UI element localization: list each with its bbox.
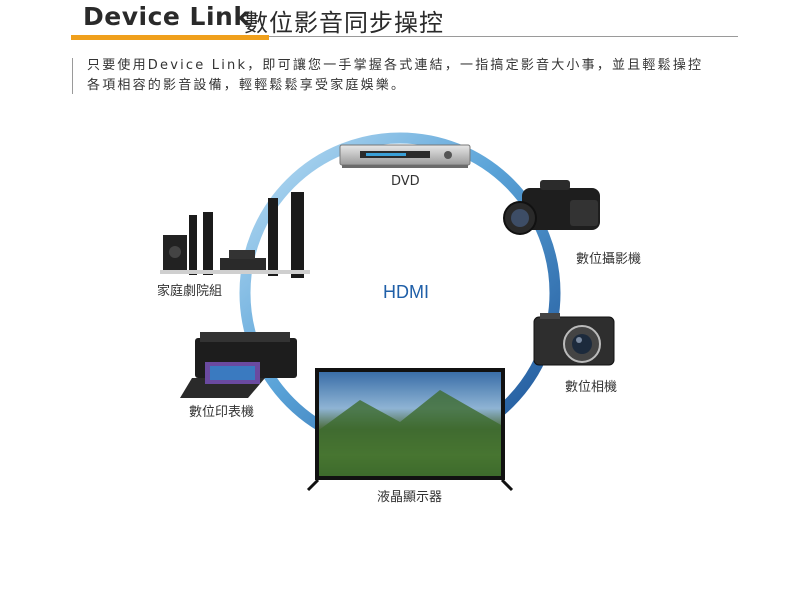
description-side-rule — [72, 58, 73, 94]
diagram-graphics — [160, 132, 615, 492]
page-title-chinese: 數位影音同步操控 — [244, 9, 444, 37]
digital-camera-image — [533, 313, 615, 366]
title-divider — [268, 36, 738, 37]
hdmi-label: HDMI — [383, 282, 429, 302]
camcorder-image — [503, 180, 600, 235]
home-theater-image — [160, 192, 310, 278]
description-text: 只要使用Device Link，即可讓您一手掌握各式連結，一指搞定影音大小事，並… — [87, 56, 747, 96]
lcd-tv-image — [306, 368, 514, 492]
digital-camera-label: 數位相機 — [565, 380, 618, 395]
home-theater-label: 家庭劇院組 — [157, 284, 223, 299]
description-line-1: 只要使用Device Link，即可讓您一手掌握各式連結，一指搞定影音大小事，並… — [87, 58, 704, 73]
page-title-english: Device Link — [83, 2, 251, 31]
title-accent-bar — [71, 35, 269, 40]
description-line-2: 各項相容的影音設備，輕輕鬆鬆享受家庭娛樂。 — [87, 78, 407, 93]
camcorder-label: 數位攝影機 — [576, 252, 642, 267]
printer-image — [180, 332, 297, 398]
page-header: Device Link 數位影音同步操控 — [0, 0, 800, 45]
device-link-diagram: HDMI DVD 數位攝影機 家庭劇院組 數位相機 數位印表機 液晶顯示器 — [0, 100, 800, 520]
lcd-tv-label: 液晶顯示器 — [377, 490, 443, 505]
printer-label: 數位印表機 — [189, 405, 255, 420]
dvd-player-image — [339, 144, 471, 168]
dvd-label: DVD — [391, 174, 420, 189]
